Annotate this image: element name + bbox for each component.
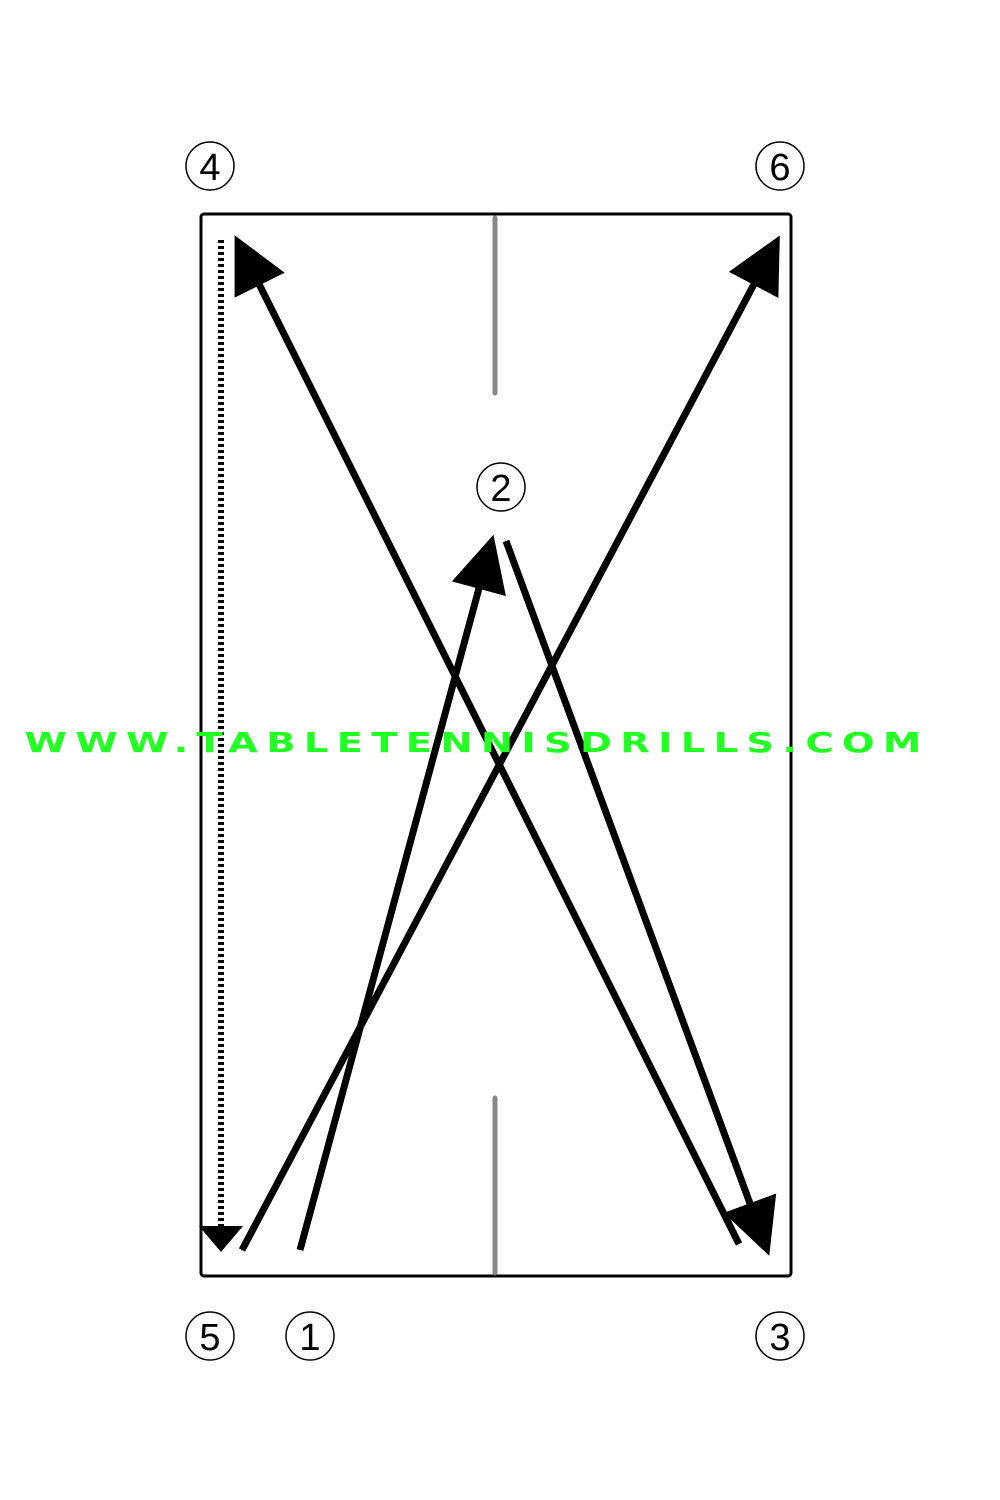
svg-text:2: 2 (490, 468, 511, 510)
marker-5: 5 (185, 1311, 235, 1361)
svg-text:1: 1 (299, 1317, 320, 1359)
ball-path-2-to-3 (502, 539, 777, 1256)
svg-text:5: 5 (199, 1317, 220, 1359)
marker-4: 4 (185, 141, 235, 191)
svg-text:3: 3 (769, 1317, 790, 1359)
table-outline (199, 212, 793, 1278)
marker-1: 1 (285, 1311, 335, 1361)
svg-text:6: 6 (769, 147, 790, 189)
ball-path-3-to-4 (234, 235, 743, 1246)
marker-3: 3 (755, 1311, 805, 1361)
marker-2: 2 (476, 462, 526, 512)
marker-6: 6 (755, 141, 805, 191)
ball-path-1-to-2 (296, 534, 506, 1251)
svg-text:4: 4 (199, 147, 220, 189)
ball-path-5-to-6 (238, 235, 780, 1252)
watermark: WWW.TABLETENNISDRILLS.COM (25, 726, 930, 759)
dotted-line-arrowhead (199, 1226, 243, 1252)
